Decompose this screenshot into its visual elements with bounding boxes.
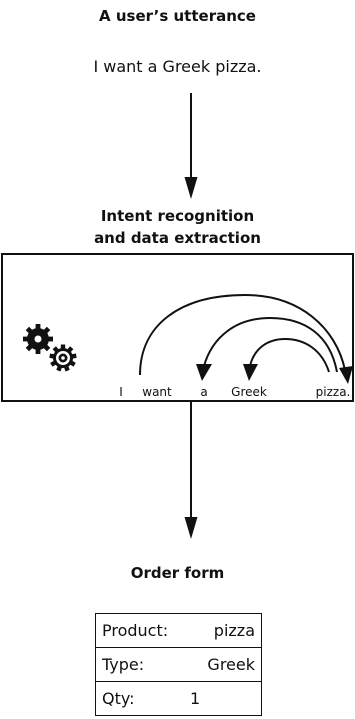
form-row-type: Type: Greek (95, 647, 262, 682)
arc-arrowheads (196, 364, 353, 384)
order-form-heading: Order form (130, 564, 225, 582)
arc-want-pizza (139, 293, 346, 376)
flow-arrow-2 (184, 402, 198, 539)
token-pizza: pizza. (316, 385, 351, 399)
intent-heading: Intent recognition and data extraction (94, 207, 261, 247)
order-form-table: Product: pizza Type: Greek Qty: 1 (95, 613, 262, 716)
utterance-text: I want a Greek pizza. (93, 57, 262, 76)
form-row-qty: Qty: 1 (95, 681, 262, 716)
form-value-product: pizza (184, 613, 262, 648)
flow-arrow-1 (184, 93, 198, 199)
intent-box (1, 253, 354, 402)
form-label-type: Type: (95, 647, 184, 682)
arc-pizza-greek (249, 337, 330, 373)
arrowhead-pizza (339, 366, 353, 384)
form-label-product: Product: (95, 613, 184, 648)
form-row-product: Product: pizza (95, 613, 262, 648)
token-want: want (142, 385, 172, 399)
token-greek: Greek (231, 385, 267, 399)
token-i: I (119, 385, 123, 399)
token-a: a (200, 385, 207, 399)
arrowhead-greek (243, 364, 258, 381)
dependency-arcs (139, 293, 346, 376)
gears-icon (23, 324, 77, 372)
arc-pizza-a (203, 316, 338, 373)
form-value-qty: 1 (184, 681, 262, 716)
utterance-heading: A user’s utterance (99, 7, 256, 25)
form-value-type: Greek (184, 647, 262, 682)
arrowhead-a (196, 364, 212, 381)
form-label-qty: Qty: (95, 681, 184, 716)
